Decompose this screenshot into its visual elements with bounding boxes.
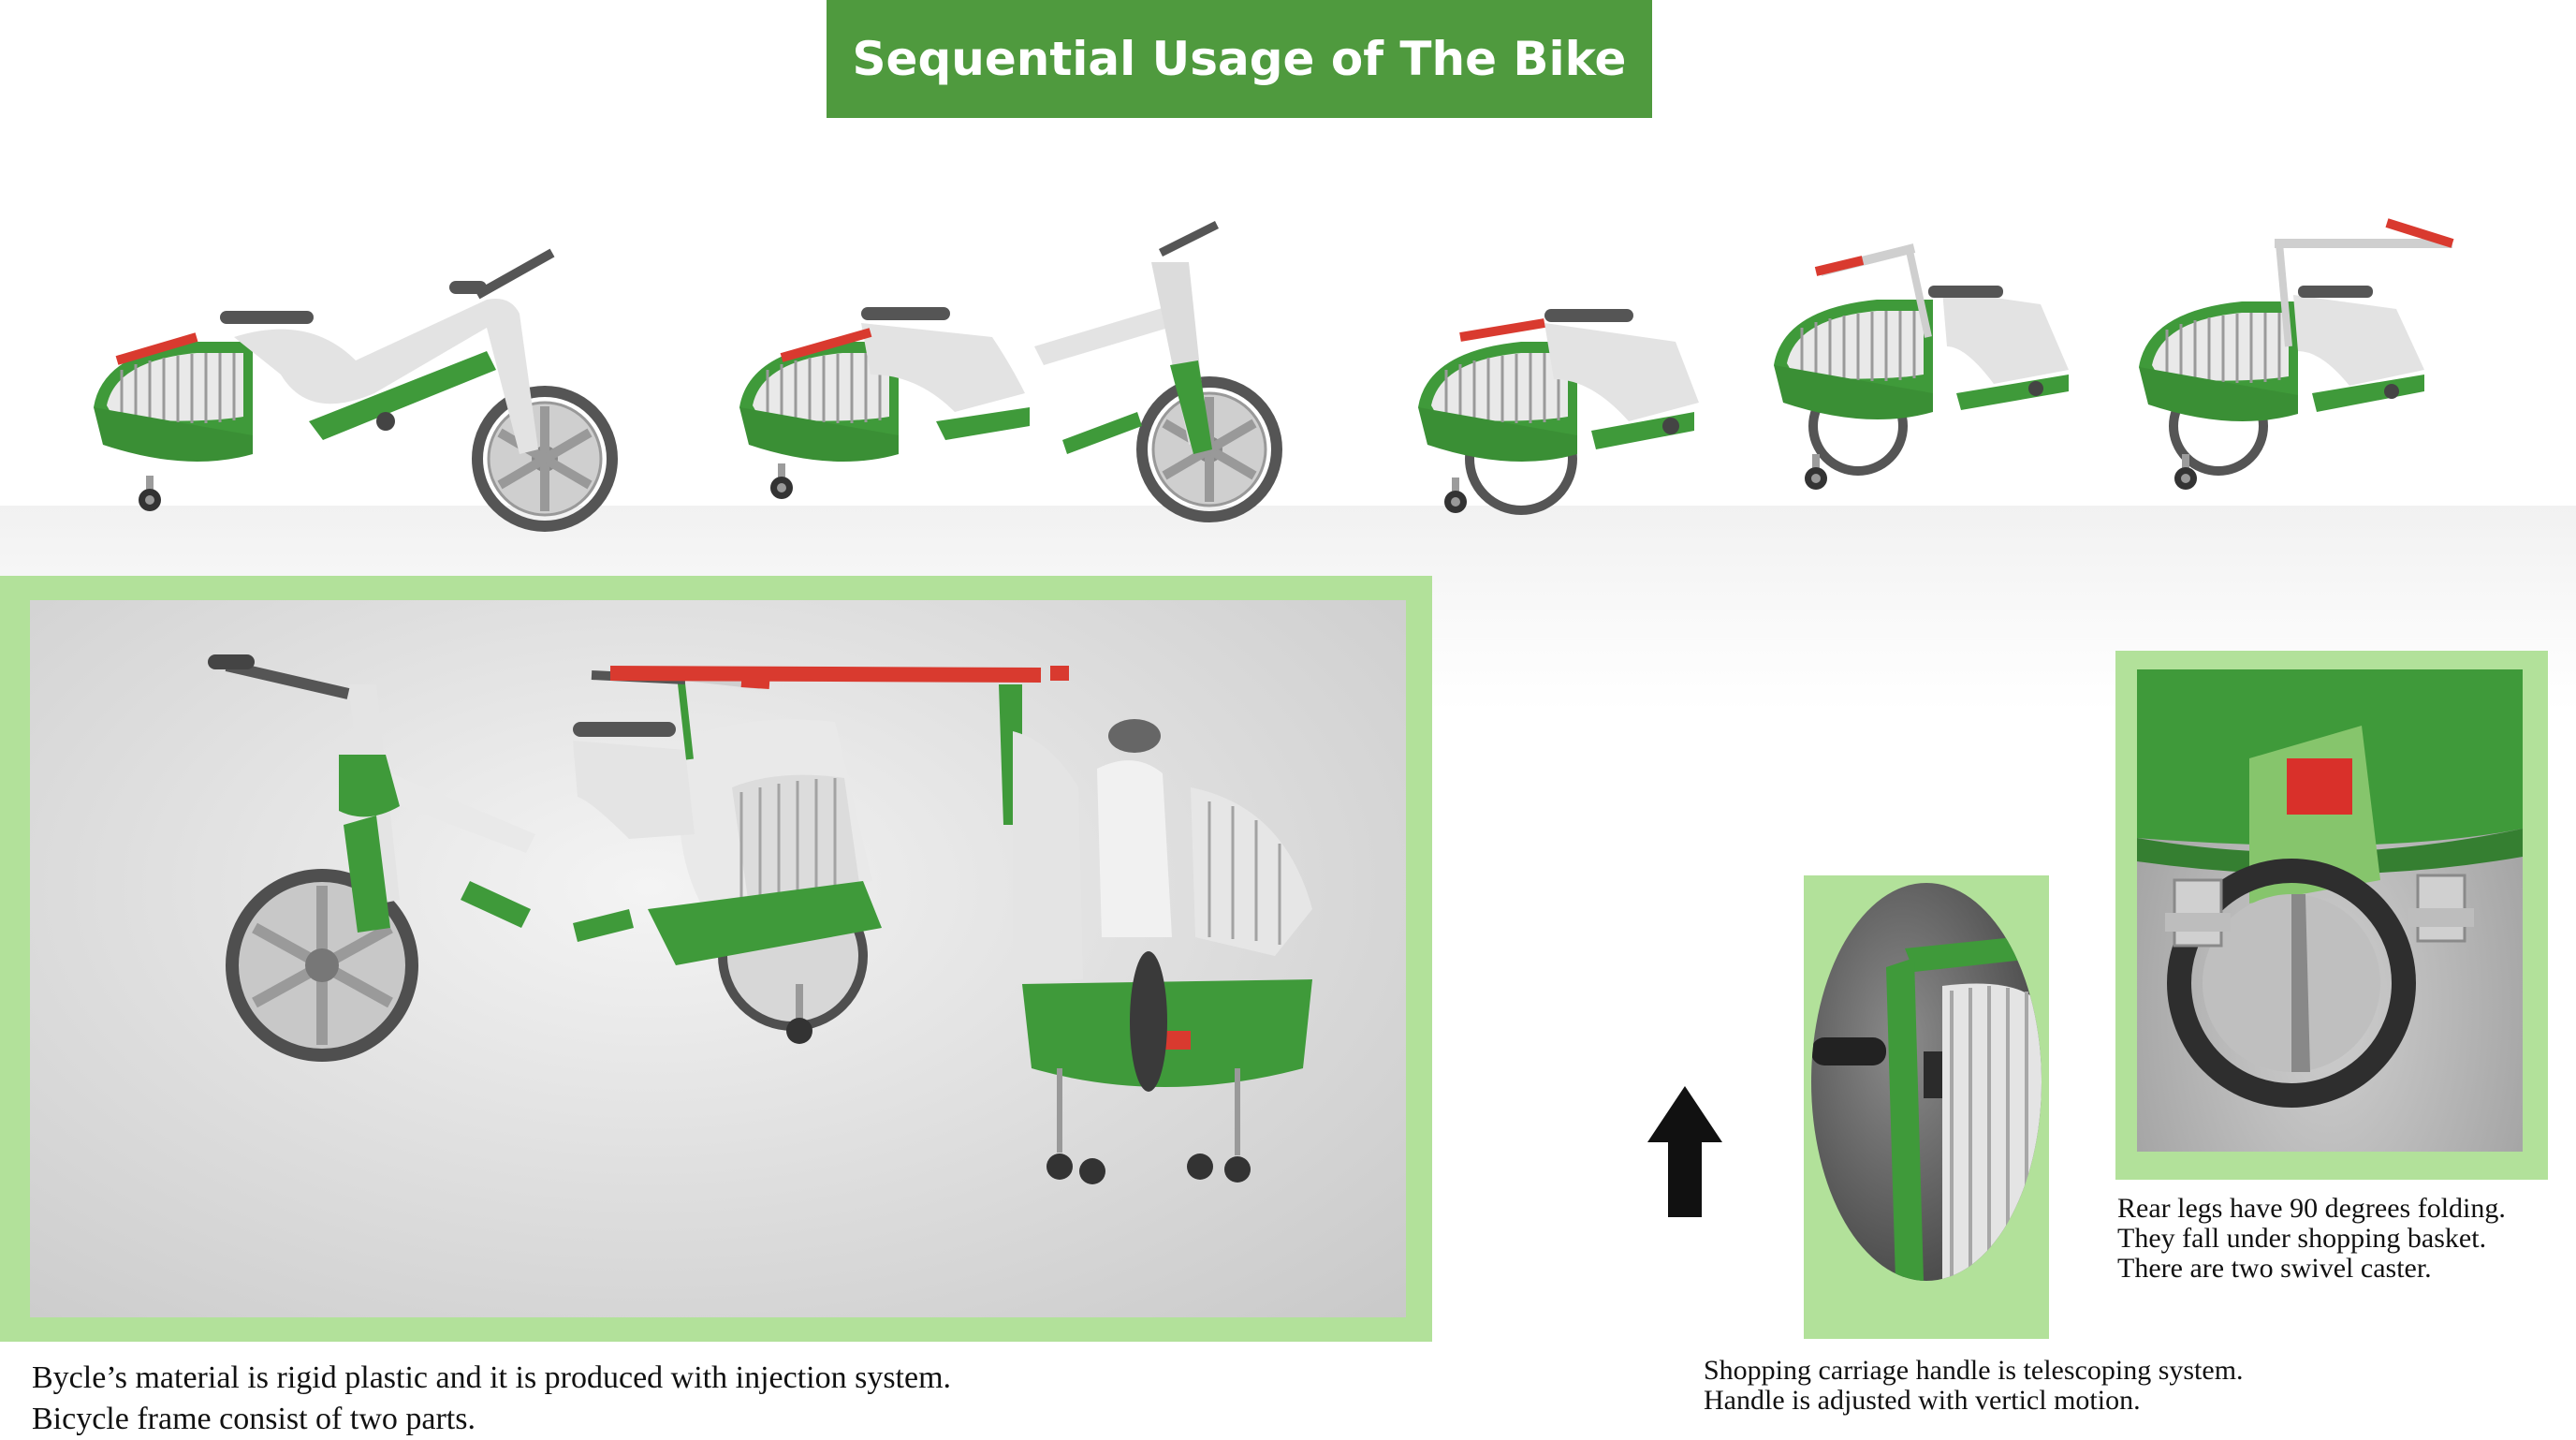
- rear-legs-detail-frame: [2115, 651, 2548, 1180]
- assembled-cart: [591, 666, 1312, 1184]
- handle-caption: Shopping carriage handle is telescoping …: [1704, 1356, 2244, 1416]
- legs-caption-line-3: There are two swivel caster.: [2117, 1253, 2432, 1284]
- legs-caption-line-1: Rear legs have 90 degrees folding.: [2117, 1193, 2506, 1224]
- stage-4-handle-up: [1772, 243, 2069, 490]
- front-frame-part: [208, 654, 535, 1062]
- stage-2-split: [738, 220, 1277, 517]
- material-caption-line-1: Bycle’s material is rigid plastic and it…: [32, 1360, 952, 1395]
- title-banner: Sequential Usage of The Bike: [827, 0, 1652, 118]
- legs-caption-line-2: They fall under shopping basket.: [2117, 1223, 2487, 1254]
- page-title: Sequential Usage of The Bike: [852, 32, 1627, 86]
- rear-legs-detail-render: [2137, 669, 2523, 1108]
- legs-caption: Rear legs have 90 degrees folding. They …: [2117, 1194, 2506, 1284]
- stage-3-fold: [1416, 309, 1699, 515]
- handle-caption-line-1: Shopping carriage handle is telescoping …: [1704, 1355, 2244, 1386]
- sequence-illustration: [92, 218, 2454, 543]
- handle-detail-render: [1811, 934, 2042, 1281]
- handle-detail-image: [1811, 883, 2042, 1281]
- stage-5-cart: [2137, 218, 2454, 490]
- rear-basket-part: [573, 670, 882, 1044]
- rear-legs-detail-image: [2137, 669, 2523, 1152]
- stage-1-bike: [92, 248, 612, 526]
- handle-detail-frame: [1804, 875, 2049, 1339]
- sequence-row: [0, 140, 2576, 712]
- handle-caption-line-2: Handle is adjusted with verticl motion.: [1704, 1385, 2141, 1416]
- material-caption: Bycle’s material is rigid plastic and it…: [32, 1358, 951, 1440]
- exploded-render: [208, 654, 1312, 1184]
- render-image: [30, 600, 1406, 1317]
- render-panel: [0, 576, 1432, 1342]
- arrow-up-icon: [1647, 1086, 1722, 1217]
- material-caption-line-2: Bicycle frame consist of two parts.: [32, 1402, 476, 1436]
